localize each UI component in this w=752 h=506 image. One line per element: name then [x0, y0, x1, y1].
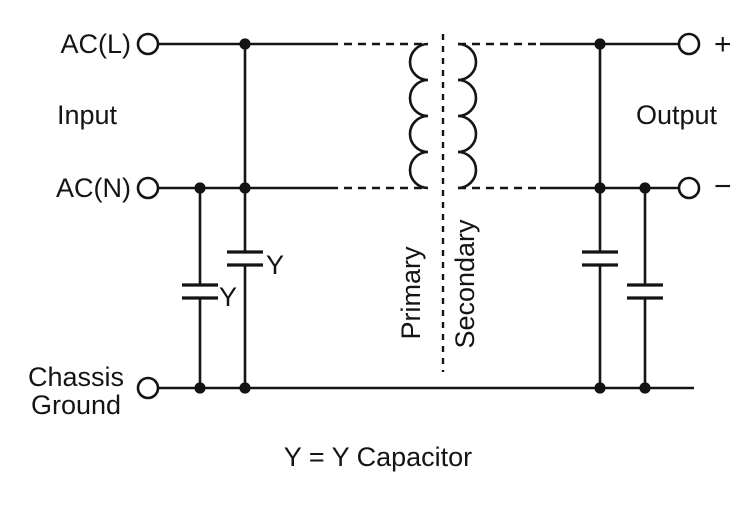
junction-dot — [194, 182, 206, 194]
primary-label: Primary — [396, 246, 426, 339]
junction-dot — [239, 182, 251, 194]
caption-y-capacitor: Y = Y Capacitor — [284, 442, 472, 472]
secondary-label: Secondary — [450, 219, 480, 349]
y-capacitor-label-upper: Y — [266, 250, 284, 280]
terminal-chassis-ground — [136, 376, 160, 400]
junction-dot — [639, 382, 651, 394]
junction-dot — [594, 382, 606, 394]
junction-dot — [594, 182, 606, 194]
junction-dot — [594, 38, 606, 50]
terminal-ac-n — [136, 176, 160, 200]
y-capacitor-minus-to-ground-right — [627, 188, 663, 388]
junction-dots — [194, 38, 651, 394]
terminal-output-plus — [677, 32, 701, 56]
ac-n-label: AC(N) — [56, 173, 131, 203]
junction-dot — [239, 382, 251, 394]
terminals — [136, 32, 701, 400]
labels: AC(L) Input AC(N) Chassis Ground Output … — [28, 28, 732, 472]
input-label: Input — [57, 100, 118, 130]
y-capacitor-plus-to-ground-right — [582, 44, 618, 388]
transformer: Primary Secondary — [396, 34, 480, 372]
chassis-label: Chassis — [28, 362, 124, 392]
secondary-winding-coil — [457, 42, 478, 190]
junction-dot — [239, 38, 251, 50]
ground-label: Ground — [31, 390, 121, 420]
junction-dot — [639, 182, 651, 194]
y-capacitor-line-to-ground-left: Y — [227, 44, 284, 388]
plus-sign-label: + — [714, 28, 732, 61]
ac-l-label: AC(L) — [60, 29, 131, 59]
terminal-ac-l — [136, 32, 160, 56]
output-label: Output — [636, 100, 718, 130]
minus-sign-label: − — [714, 170, 732, 203]
terminal-output-minus — [677, 176, 701, 200]
primary-winding-coil — [408, 42, 429, 190]
junction-dot — [194, 382, 206, 394]
y-capacitor-neutral-to-ground-left: Y — [182, 188, 237, 388]
y-capacitor-label-lower: Y — [219, 282, 237, 312]
